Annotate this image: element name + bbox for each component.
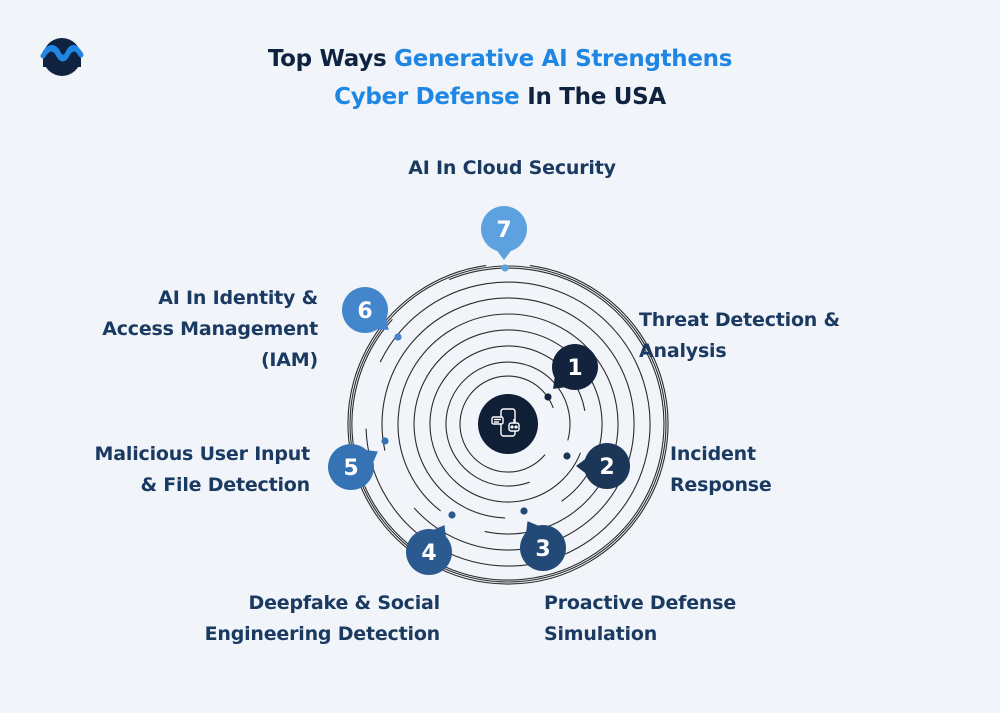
ring-dot-2 [563,452,571,460]
marker-pin-2: 2 [576,443,630,489]
title-text-accent: Cyber Defense [334,84,520,110]
label-line: Malicious User Input [94,443,311,465]
outer-ring [349,265,667,583]
pin-body [328,444,374,490]
label-line: Engineering Detection [204,623,441,645]
label-line: (IAM) [260,349,318,371]
label-line: Proactive Defense [544,592,737,614]
label-item-1: Threat Detection & Analysis [639,305,840,367]
pin-body [342,287,388,333]
label-item-3: Proactive Defense Simulation [544,588,736,650]
label-item-5: Malicious User Input & File Detection [94,439,311,501]
label-line: Response [670,474,772,496]
chatbot-phone-icon [491,408,520,437]
label-line: AI In Cloud Security [408,157,616,179]
ring-dot-5 [381,437,389,445]
marker-number-3: 3 [535,537,550,562]
label-line: Deepfake & Social [248,592,441,614]
ring-dot-4 [448,511,456,519]
marker-number-6: 6 [357,299,372,324]
marker-pin-7: 7 [481,206,527,260]
title-text-dark: Top Ways [267,46,395,72]
marker-number-4: 4 [421,541,436,566]
label-line: Simulation [544,623,658,645]
ring-dot-7 [501,264,509,272]
title-text-accent: Generative AI Strengthens [394,46,733,72]
wave-logo-icon [40,38,84,76]
label-item-4: Deepfake & Social Engineering Detection [204,588,441,650]
center-disc [478,394,538,454]
label-item-6: AI In Identity & Access Management (IAM) [102,283,318,376]
title-text-dark: In The USA [519,84,666,110]
marker-pin-6: 6 [342,287,389,333]
marker-pin-1: 1 [552,344,598,390]
label-line: Access Management [102,318,318,340]
label-item-2: Incident Response [670,439,772,501]
ring-dot-1 [544,393,552,401]
pin-body [520,525,566,571]
pin-body [552,344,598,390]
label-line: Threat Detection & [639,309,840,331]
label-line: Incident [670,443,756,465]
pin-body [481,206,527,252]
pin-body [584,443,630,489]
marker-pin-4: 4 [406,525,452,575]
marker-number-7: 7 [496,218,511,243]
marker-number-1: 1 [567,356,582,381]
label-line: & File Detection [140,474,310,496]
page-title: Top Ways Generative AI Strengthens Cyber… [170,40,830,116]
marker-pin-3: 3 [520,521,566,571]
label-item-7: AI In Cloud Security [362,153,662,184]
ring-dot-6 [394,333,402,341]
marker-pin-5: 5 [328,444,378,490]
marker-number-5: 5 [343,456,358,481]
pin-body [406,529,452,575]
marker-number-2: 2 [599,455,614,480]
ring-dot-3 [520,507,528,515]
label-line: Analysis [639,340,727,362]
label-line: AI In Identity & [158,287,318,309]
